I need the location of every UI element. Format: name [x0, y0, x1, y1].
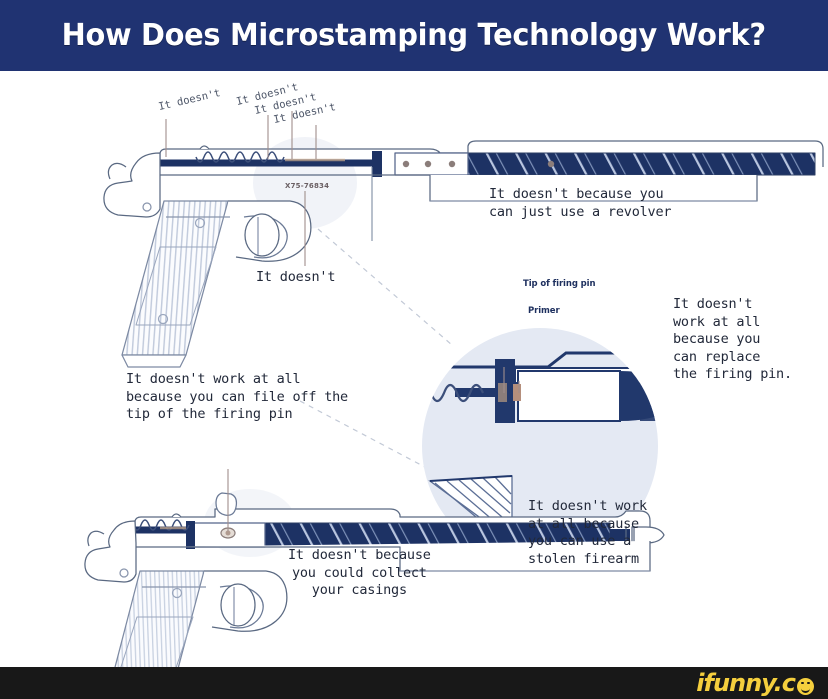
callout-replace-firing-pin: It doesn't work at all because you can r… [673, 296, 792, 382]
top-tag-leaders [165, 111, 317, 159]
callout-collect-casings: It doesn't because you could collect you… [288, 547, 431, 598]
title-banner: How Does Microstamping Technology Work? [0, 0, 828, 71]
callout-file-off-tip: It doesn't work at all because you can f… [126, 371, 348, 422]
ifunny-watermark-text: ifunny.c [696, 669, 796, 697]
callout-slide-pointer: It doesn't [256, 269, 336, 285]
inset-connector-lines [299, 228, 453, 476]
primer-label: Primer [528, 306, 560, 316]
callout-revolver: It doesn't because you can just use a re… [489, 186, 672, 220]
tip-of-firing-pin-label: Tip of firing pin [523, 279, 596, 289]
watermark-bar: ifunny.c [0, 667, 828, 699]
callout-stolen-firearm: It doesn't work at all because you can u… [528, 498, 647, 567]
pistol-diagram-svg [84, 111, 824, 667]
infographic-canvas: It doesn't It doesn't It doesn't It does… [0, 71, 828, 667]
page-title: How Does Microstamping Technology Work? [61, 18, 767, 53]
ifunny-watermark: ifunny.c [696, 669, 814, 697]
smiley-icon [797, 677, 814, 695]
bottom-pistol [84, 492, 665, 667]
top-pistol [103, 140, 824, 368]
pistol-serial-number: X75-76834 [285, 182, 330, 190]
